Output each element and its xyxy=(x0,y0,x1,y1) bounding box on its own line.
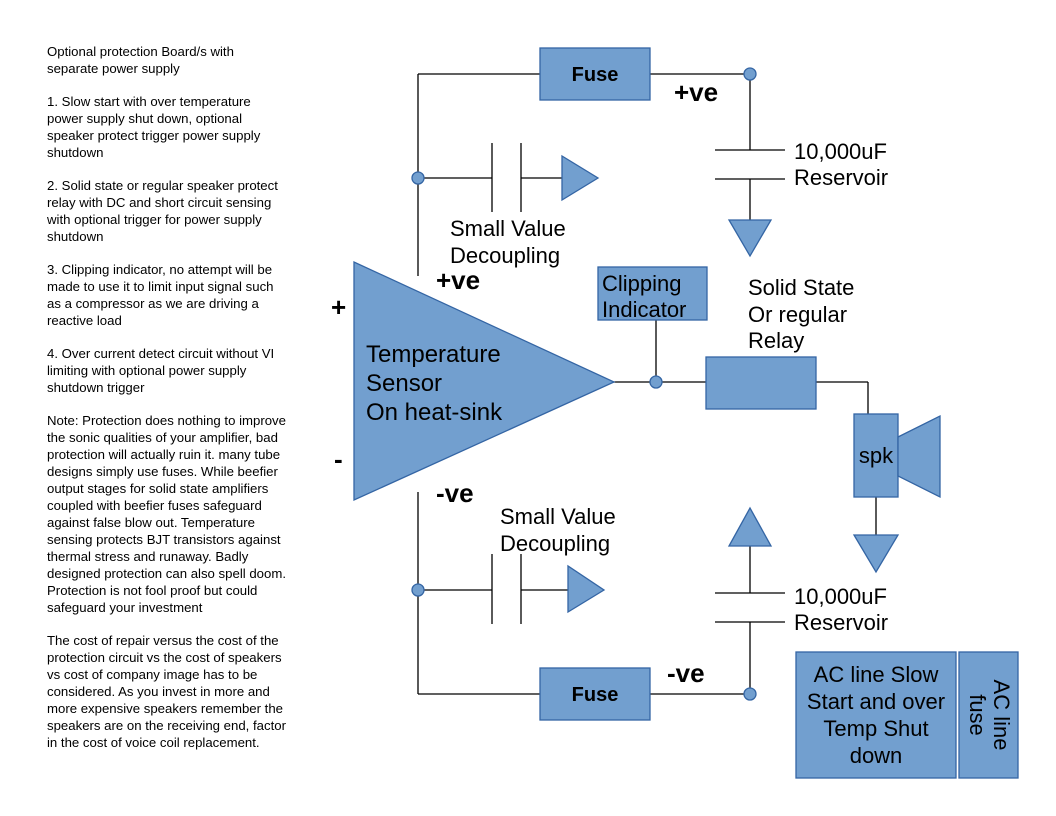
ac-slow-start-line4: down xyxy=(850,743,903,768)
amplifier-label-line2: Sensor xyxy=(366,370,442,397)
notes-line: power supply shut down, optional xyxy=(47,111,243,126)
notes-cost: The cost of repair versus the cost of th… xyxy=(47,632,337,751)
decoupling-top-ground-icon xyxy=(561,154,600,202)
notes-line: protection will actually ruin it. many t… xyxy=(47,447,281,462)
notes-line: 2. Solid state or regular speaker protec… xyxy=(47,178,278,193)
clipping-indicator-box xyxy=(597,266,708,321)
speaker-cone-icon xyxy=(897,414,941,499)
notes-line: safeguard your investment xyxy=(47,600,203,615)
notes-line: with optional trigger for power supply xyxy=(47,212,262,227)
reservoir-top-value: 10,000uF xyxy=(794,139,887,164)
notes-line: shutdown trigger xyxy=(47,380,145,395)
reservoir-top-ground-icon xyxy=(727,219,773,258)
reservoir-top-label: Reservoir xyxy=(794,165,888,190)
notes-line: shutdown xyxy=(47,229,104,244)
ac-slow-start-line2: Start and over xyxy=(807,689,945,714)
decoupling-bottom-line2: Decoupling xyxy=(500,531,610,556)
notes-line: the sonic qualities of your amplifier, b… xyxy=(47,430,278,445)
notes-line: more expensive speakers remember the xyxy=(47,701,284,716)
input-plus-label: + xyxy=(331,292,346,322)
speaker-ground-icon xyxy=(852,534,900,574)
notes-line: made to use it to limit input signal suc… xyxy=(47,279,274,294)
notes-line: Protection is not fool proof but could xyxy=(47,583,258,598)
ac-slow-start-box xyxy=(795,651,957,779)
ac-fuse-line1: AC line xyxy=(989,680,1014,751)
notes-item-2: 2. Solid state or regular speaker protec… xyxy=(47,177,337,245)
amp-negative-supply-label: -ve xyxy=(436,478,474,508)
notes-line: output stages for solid state amplifiers xyxy=(47,481,269,496)
notes-line: coupled with beefier fuses safeguard xyxy=(47,498,262,513)
notes-item-3: 3. Clipping indicator, no attempt will b… xyxy=(47,261,337,329)
notes-line: considered. As you invest in more and xyxy=(47,684,270,699)
notes-line: as a compressor as we are driving a xyxy=(47,296,259,311)
amplifier-triangle xyxy=(353,260,616,502)
notes-line: protection circuit vs the cost of speake… xyxy=(47,650,282,665)
fuse-bottom xyxy=(539,667,651,721)
amp-positive-supply-label: +ve xyxy=(436,265,480,295)
relay-label-line1: Solid State xyxy=(748,275,854,300)
decoupling-top-line2: Decoupling xyxy=(450,243,560,268)
notes-line: reactive load xyxy=(47,313,122,328)
notes-line: limiting with optional power supply xyxy=(47,363,247,378)
notes-line: shutdown xyxy=(47,145,104,160)
clipping-label-line1: Clipping xyxy=(602,271,682,296)
clipping-label-line2: Indicator xyxy=(602,297,686,322)
decoupling-bottom-line1: Small Value xyxy=(500,504,616,529)
notes-line: 3. Clipping indicator, no attempt will b… xyxy=(47,262,273,277)
junction-dot xyxy=(743,67,757,81)
notes-line: Note: Protection does nothing to improve xyxy=(47,413,286,428)
positive-rail-label: +ve xyxy=(674,77,718,107)
notes-line: speaker protect trigger power supply xyxy=(47,128,261,143)
notes-title-line1: Optional protection Board/s with xyxy=(47,44,234,59)
fuse-bottom-label: Fuse xyxy=(572,684,619,706)
fuse-top xyxy=(539,47,651,101)
reservoir-bottom-label: Reservoir xyxy=(794,610,888,635)
notes-line: relay with DC and short circuit sensing xyxy=(47,195,272,210)
speaker-label: spk xyxy=(859,443,894,468)
reservoir-bottom-ground-icon xyxy=(727,506,773,547)
ac-fuse-text-group: AC line fuse xyxy=(965,680,1014,751)
junction-dot xyxy=(411,171,425,185)
relay-label-line3: Relay xyxy=(748,328,804,353)
notes-line: designs simply use fuses. While beefier xyxy=(47,464,278,479)
notes-line: 1. Slow start with over temperature xyxy=(47,94,251,109)
ac-fuse-box xyxy=(958,651,1019,779)
notes-title: Optional protection Board/s with separat… xyxy=(47,43,337,77)
junction-dot xyxy=(411,583,425,597)
wires xyxy=(417,73,877,695)
speaker-box xyxy=(853,413,899,498)
decoupling-top-line1: Small Value xyxy=(450,216,566,241)
notes-line: 4. Over current detect circuit without V… xyxy=(47,346,275,361)
relay-label-line2: Or regular xyxy=(748,302,847,327)
notes-line: thermal stress and runaway. Badly xyxy=(47,549,249,564)
notes-item-4: 4. Over current detect circuit without V… xyxy=(47,345,337,396)
notes-line: The cost of repair versus the cost of th… xyxy=(47,633,279,648)
amplifier-label-line3: On heat-sink xyxy=(366,399,503,426)
notes-title-line2: separate power supply xyxy=(47,61,180,76)
input-minus-label: - xyxy=(334,444,343,474)
notes-line: speakers are on the receiving end, facto… xyxy=(47,718,286,733)
amplifier-label-line1: Temperature xyxy=(366,341,501,368)
reservoir-bottom-value: 10,000uF xyxy=(794,584,887,609)
ac-slow-start-line1: AC line Slow xyxy=(814,662,939,687)
ac-slow-start-line3: Temp Shut xyxy=(823,716,928,741)
notes-item-1: 1. Slow start with over temperature powe… xyxy=(47,93,337,161)
junction-dot xyxy=(649,375,663,389)
ac-fuse-line2: fuse xyxy=(965,694,990,736)
decoupling-bottom-ground-icon xyxy=(567,564,606,614)
relay-box xyxy=(705,356,817,410)
fuse-top-label: Fuse xyxy=(572,64,619,86)
notes-line: against false blow out. Temperature xyxy=(47,515,255,530)
negative-rail-label: -ve xyxy=(667,658,705,688)
notes-line: designed protection can also spell doom. xyxy=(47,566,286,581)
notes-panel: Optional protection Board/s with separat… xyxy=(47,43,337,767)
notes-note: Note: Protection does nothing to improve… xyxy=(47,412,337,616)
junction-dot xyxy=(743,687,757,701)
notes-line: in the cost of voice coil replacement. xyxy=(47,735,260,750)
notes-line: vs cost of company image has to be xyxy=(47,667,258,682)
notes-line: sensing protects BJT transistors against xyxy=(47,532,281,547)
